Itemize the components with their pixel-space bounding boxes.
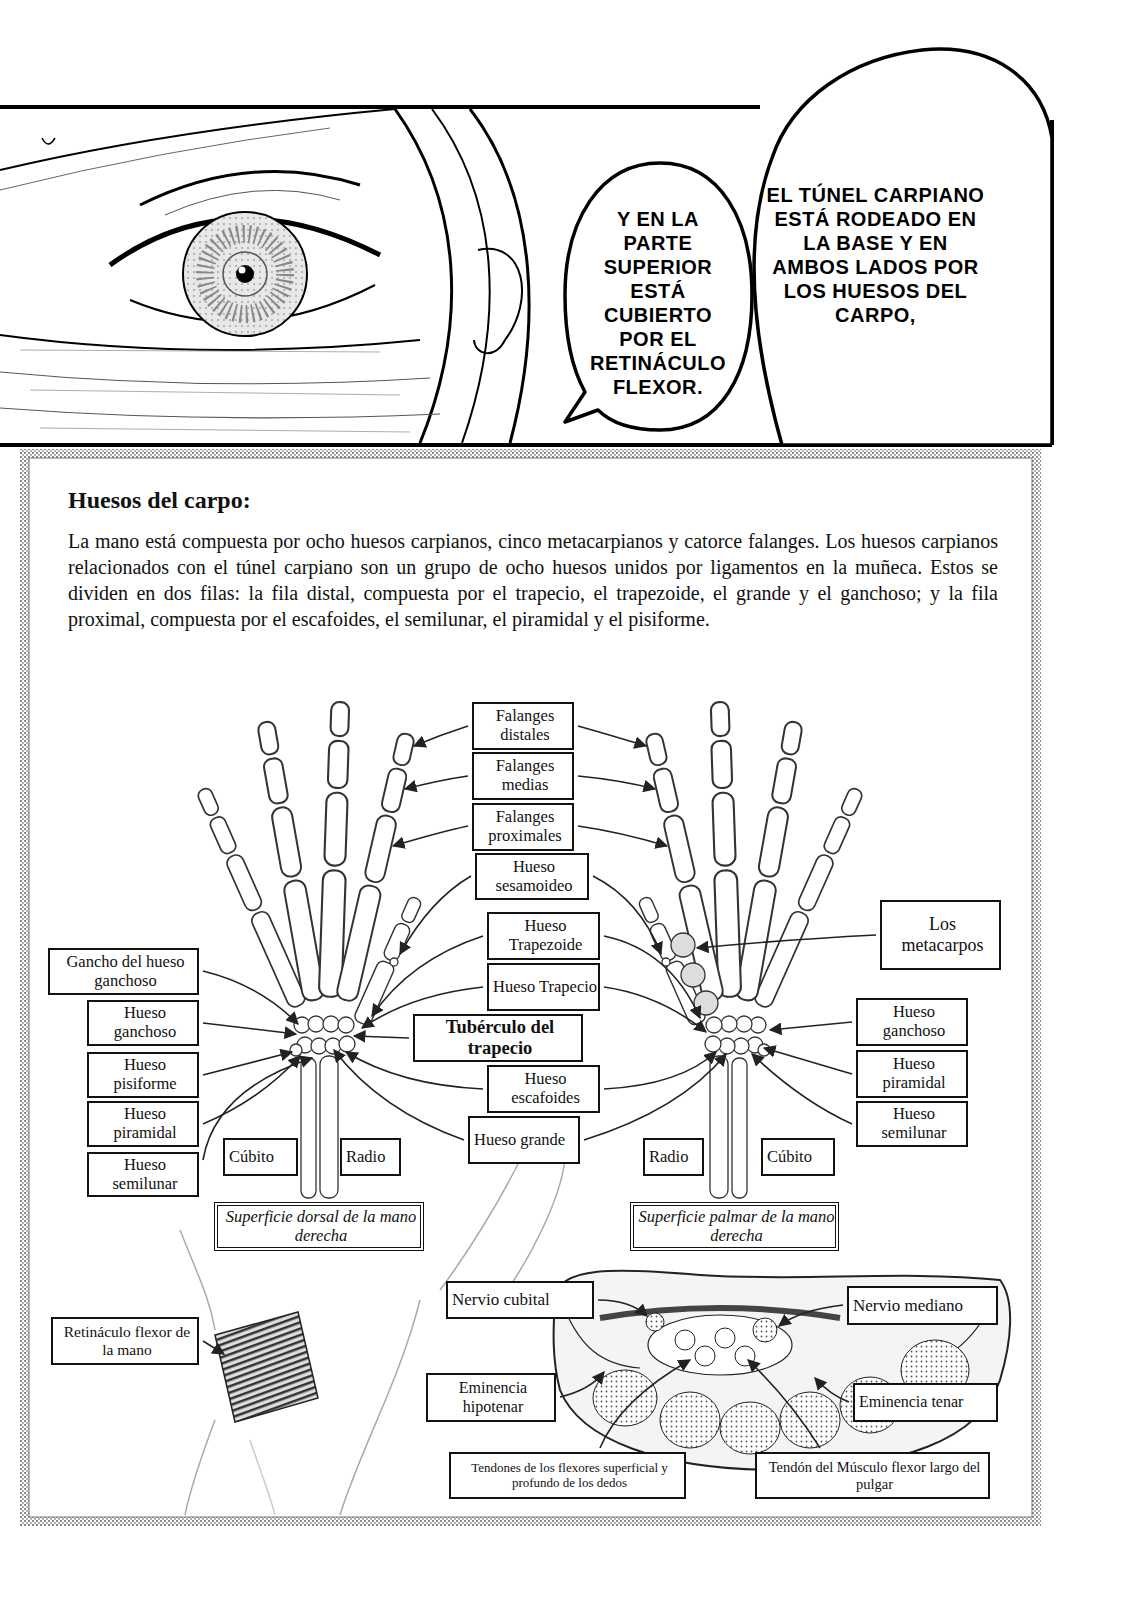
label-box: Hueso semilunar (87, 1152, 199, 1197)
label-text: Superficie dorsal de la mano derecha (222, 1208, 420, 1246)
label-box: Hueso piramidal (87, 1101, 199, 1147)
label-text: Hueso Trapezoide (493, 917, 598, 955)
label-text: Falanges proximales (478, 808, 572, 846)
label-box: Retináculo flexor de la mano (51, 1317, 199, 1365)
caption-box: Superficie dorsal de la mano derecha (214, 1202, 424, 1251)
label-text: Hueso grande (474, 1131, 565, 1150)
caption-box: Superficie palmar de la mano derecha (630, 1202, 839, 1251)
label-text: Retináculo flexor de la mano (57, 1323, 197, 1359)
label-text: Gancho del hueso ganchoso (54, 953, 197, 991)
label-box: Los metacarpos (880, 900, 1001, 970)
panel-body: La mano está compuesta por ocho huesos c… (68, 528, 998, 632)
info-panel-frame (20, 449, 1041, 1526)
label-box: Hueso pisiforme (87, 1052, 199, 1098)
label-text: Eminencia tenar (859, 1393, 963, 1411)
label-box: Falanges proximales (472, 803, 574, 851)
eye-illustration (0, 109, 529, 443)
info-panel: Huesos del carpo: La mano está compuesta … (20, 449, 1041, 1526)
label-box: Tendón del Músculo flexor largo del pulg… (755, 1452, 990, 1499)
label-text: Tendones de los flexores superficial y p… (455, 1461, 684, 1491)
bubble-shape (754, 49, 1052, 445)
label-box: Nervio cubital (446, 1281, 594, 1319)
label-box: Falanges distales (472, 702, 574, 750)
label-text: Hueso ganchoso (93, 1004, 197, 1042)
label-box: Eminencia hipotenar (426, 1373, 556, 1422)
label-text: Tendón del Músculo flexor largo del pulg… (761, 1459, 988, 1492)
speech-bubble: Y EN LA PARTE SUPERIOR ESTÁ CUBIERTO POR… (560, 160, 755, 435)
label-box: Eminencia tenar (853, 1383, 998, 1422)
label-text: Hueso semilunar (93, 1156, 197, 1194)
label-text: Nervio cubital (452, 1290, 550, 1310)
label-text: Superficie palmar de la mano derecha (638, 1208, 835, 1246)
label-box: Gancho del hueso ganchoso (48, 948, 199, 995)
bubble-shape (565, 163, 752, 430)
label-box: Cúbito (223, 1138, 298, 1176)
label-text: Falanges medias (478, 757, 572, 795)
label-box: Hueso ganchoso (856, 998, 968, 1046)
speech-text: Y EN LA PARTE SUPERIOR ESTÁ CUBIERTO POR… (580, 207, 736, 399)
speech-text: EL TÚNEL CARPIANO ESTÁ RODEADO EN LA BAS… (763, 183, 988, 327)
leader-lines (203, 726, 876, 1448)
flexor-retinaculum (215, 1312, 318, 1422)
label-box: Tendones de los flexores superficial y p… (449, 1452, 686, 1499)
label-text: Nervio mediano (853, 1296, 963, 1316)
label-box: Falanges medias (472, 752, 574, 800)
label-box: Tubérculo del trapecio (413, 1014, 583, 1062)
label-text: Radio (649, 1148, 688, 1167)
label-box: Hueso sesamoideo (475, 853, 589, 900)
label-text: Hueso escafoides (493, 1070, 598, 1108)
label-box: Hueso grande (468, 1116, 580, 1164)
label-box: Hueso piramidal (856, 1050, 968, 1098)
label-box: Nervio mediano (847, 1286, 998, 1325)
label-text: Hueso semilunar (862, 1105, 966, 1143)
label-text: Hueso piramidal (93, 1105, 197, 1143)
label-text: Cúbito (767, 1148, 812, 1167)
hand-skeleton-dorsal (194, 702, 424, 1198)
label-box: Radio (643, 1138, 704, 1176)
label-text: Eminencia hipotenar (432, 1379, 554, 1416)
label-text: Radio (346, 1148, 385, 1167)
label-box: Hueso semilunar (856, 1101, 968, 1147)
label-text: Hueso piramidal (862, 1055, 966, 1093)
hand-skeleton-palmar (636, 702, 866, 1198)
label-text: Tubérculo del trapecio (419, 1017, 581, 1060)
label-box: Hueso ganchoso (87, 1000, 199, 1046)
label-text: Hueso sesamoideo (481, 858, 587, 896)
label-text: Falanges distales (478, 707, 572, 745)
label-box: Radio (340, 1138, 401, 1176)
label-box: Hueso escafoides (487, 1065, 600, 1113)
panel-heading: Huesos del carpo: (68, 486, 998, 514)
label-text: Hueso pisiforme (93, 1056, 197, 1094)
label-box: Hueso Trapezoide (487, 912, 600, 960)
speech-bubble: EL TÚNEL CARPIANO ESTÁ RODEADO EN LA BAS… (742, 38, 1058, 445)
label-text: Hueso ganchoso (862, 1003, 966, 1041)
label-box: Hueso Trapecio (487, 963, 600, 1011)
label-text: Los metacarpos (886, 914, 999, 955)
label-text: Hueso Trapecio (493, 978, 597, 997)
carpal-tunnel-section (554, 1271, 1011, 1470)
label-box: Cúbito (761, 1138, 835, 1176)
label-text: Cúbito (229, 1148, 274, 1167)
